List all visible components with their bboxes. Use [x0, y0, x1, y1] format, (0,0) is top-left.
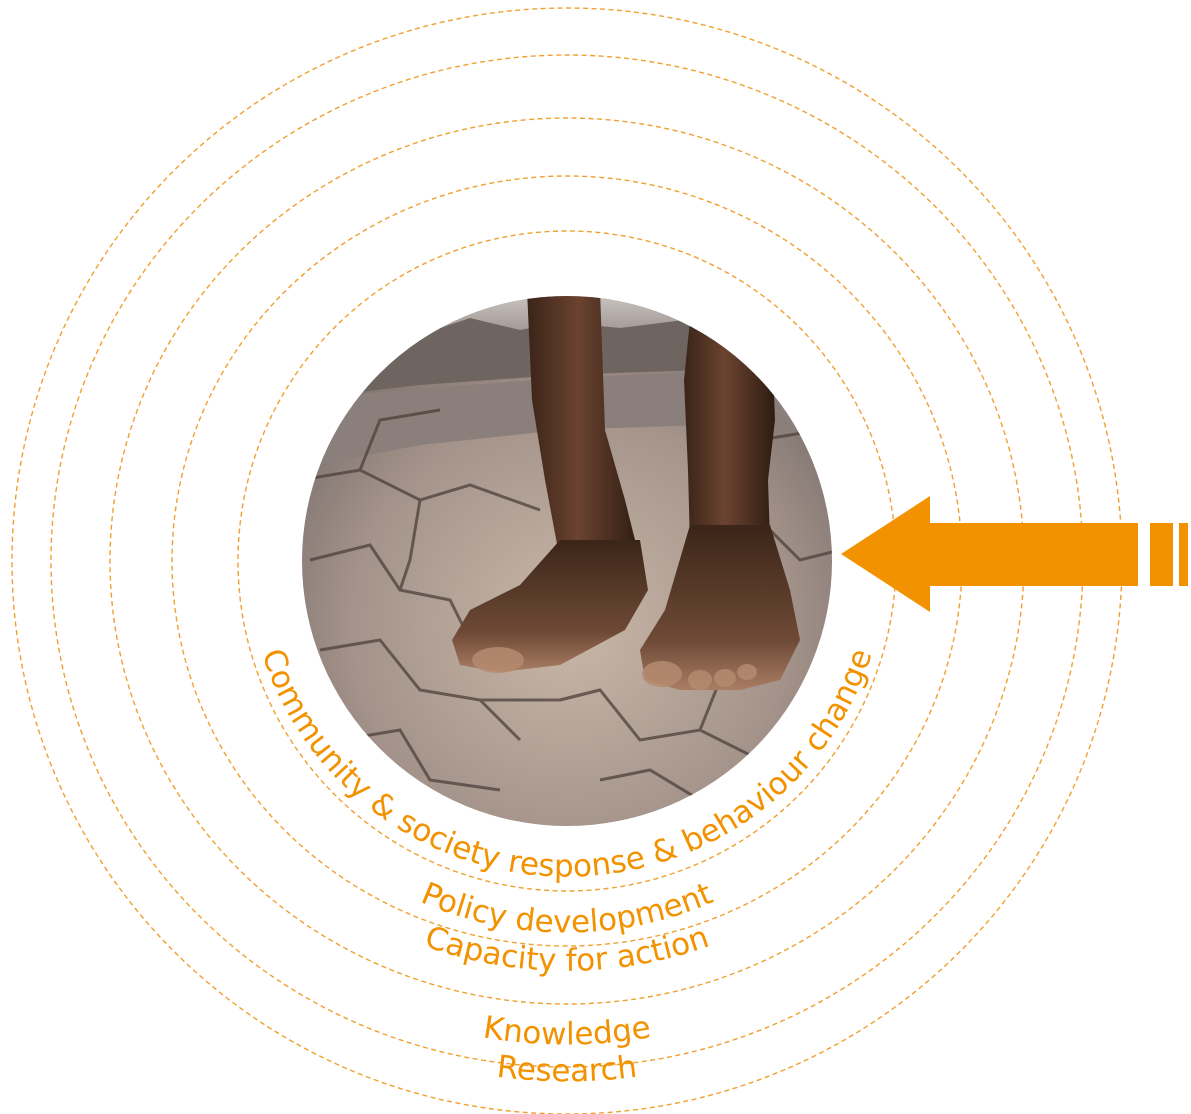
bare-feet-photo — [302, 296, 832, 826]
label-knowledge: Knowledge — [481, 1009, 653, 1052]
arrow-left-icon — [841, 496, 1188, 612]
label-research: Research — [495, 1049, 639, 1090]
